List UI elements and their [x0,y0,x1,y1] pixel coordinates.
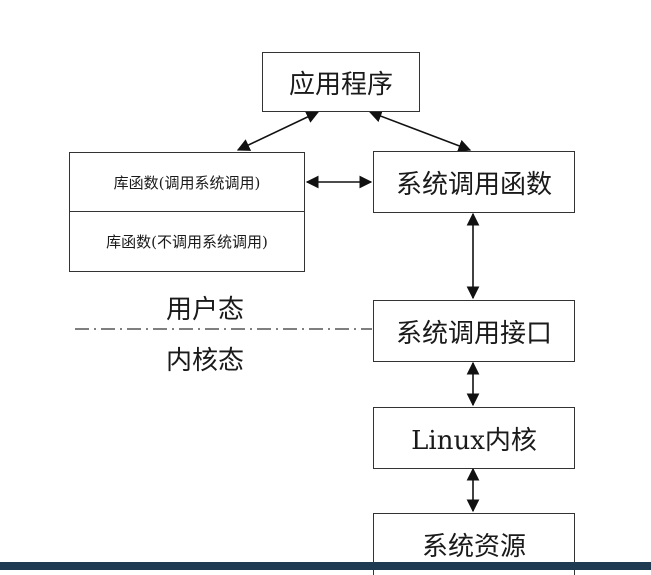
kernel-mode-label: 内核态 [166,346,245,376]
syscall-interface-label: 系统调用接口 [395,318,552,349]
syscall-function-box: 系统调用函数 [373,151,575,213]
library-function-nosyscall-row: 库函数(不调用系统调用) [70,212,304,271]
library-function-syscall-row: 库函数(调用系统调用) [70,153,304,212]
library-function-nosyscall-label: 库函数(不调用系统调用) [106,233,268,251]
user-mode-label: 用户态 [166,295,245,325]
kernel-label: Linux内核 [411,425,537,456]
syscall-function-label: 系统调用函数 [395,169,552,200]
library-function-syscall-label: 库函数(调用系统调用) [113,173,261,192]
app-label: 应用程序 [288,69,393,100]
bottom-border-bar [0,562,651,570]
library-function-box: 库函数(调用系统调用) 库函数(不调用系统调用) [69,152,305,272]
arrow-app-lib [236,111,320,151]
arrow-app-syscall-func [368,110,472,152]
syscall-interface-box: 系统调用接口 [373,300,575,362]
kernel-box: Linux内核 [373,407,575,469]
app-box: 应用程序 [262,52,420,112]
system-resources-label: 系统资源 [421,532,526,562]
